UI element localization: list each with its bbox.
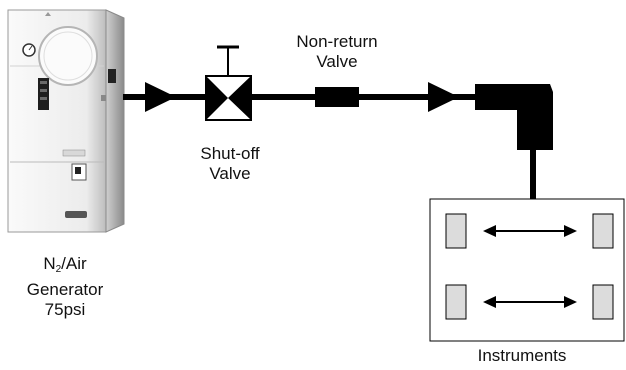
instruments-panel <box>429 198 625 342</box>
generator-label-line3: 75psi <box>44 300 86 319</box>
generator-label-line2: Generator <box>26 280 104 299</box>
flow-arrow-icon <box>145 82 176 112</box>
branch-arrow-left-icon <box>483 296 496 308</box>
instrument-box-bottom-left <box>445 284 467 320</box>
flow-arrow-icon <box>428 82 459 112</box>
elbow-fitting <box>475 84 553 150</box>
shutoff-valve-label: Shut-off Valve <box>200 144 260 183</box>
valve-triangle-left <box>206 76 228 120</box>
generator-label-line1: N2/Air <box>43 254 87 275</box>
instrument-box-bottom-right <box>592 284 614 320</box>
valve-triangle-right <box>228 76 251 120</box>
generator-label: N2/Air Generator 75psi <box>20 254 110 320</box>
branch-arrow-right-icon <box>564 225 577 237</box>
instruments-label: Instruments <box>477 346 567 365</box>
instrument-box-top-right <box>592 213 614 249</box>
shutoff-valve <box>205 45 252 121</box>
branch-arrow-left-icon <box>483 225 496 237</box>
generator-cabinet <box>7 9 125 233</box>
nonreturn-valve <box>315 87 359 107</box>
display-panel <box>38 78 49 110</box>
nonreturn-valve-label: Non-return Valve <box>296 32 378 71</box>
instrument-box-top-left <box>445 213 467 249</box>
branch-arrow-right-icon <box>564 296 577 308</box>
